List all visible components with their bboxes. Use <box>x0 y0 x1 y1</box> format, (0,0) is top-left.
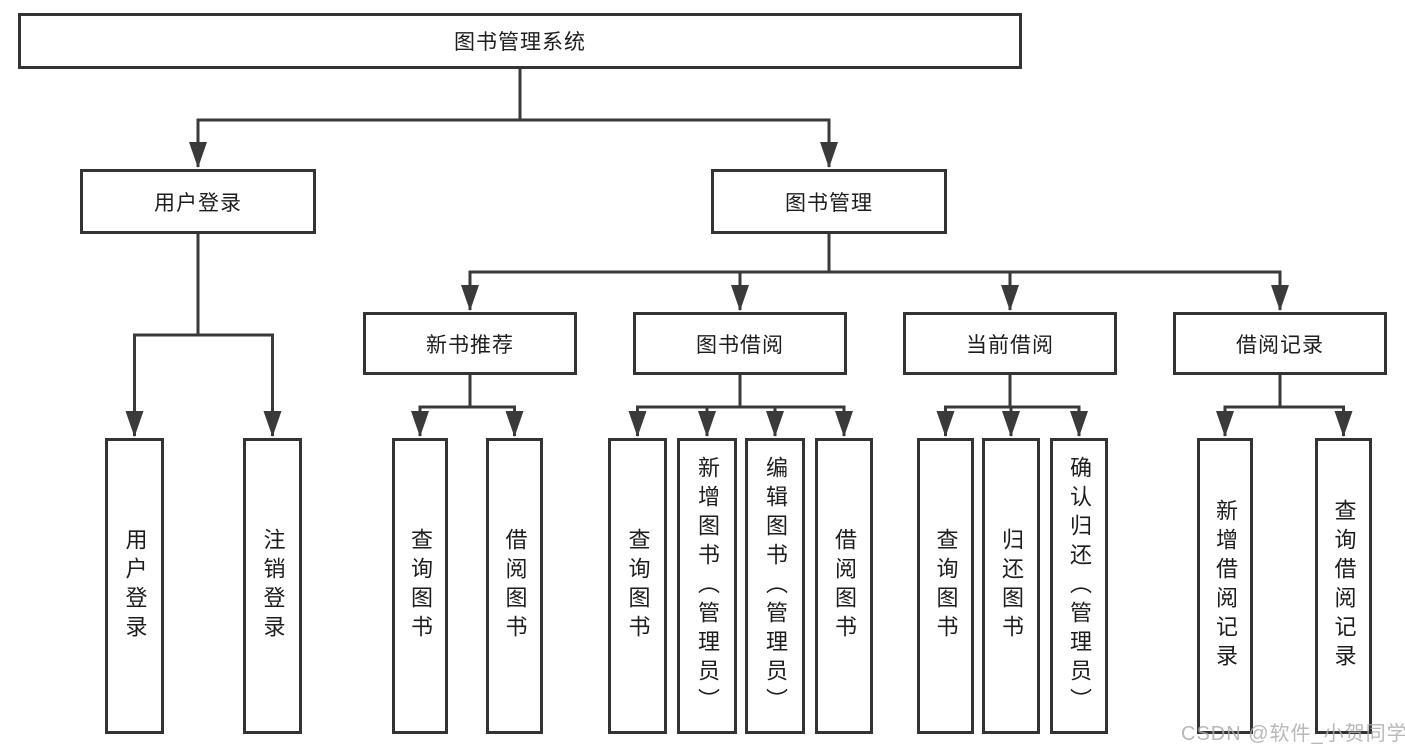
node-label: 当前借阅 <box>966 333 1054 357</box>
node-label: 用户登录 <box>154 191 242 215</box>
node-current-borrow: 当前借阅 <box>903 312 1117 375</box>
leaf-add-borrow-record: 新增借阅记录 <box>1197 438 1253 734</box>
leaf-edit-book-admin: 编辑图书（管理员） <box>745 438 805 734</box>
node-label: 注销登录 <box>260 528 286 644</box>
node-label: 确认归还（管理员） <box>1067 455 1092 717</box>
node-book-management: 图书管理 <box>711 169 947 234</box>
leaf-confirm-return-admin: 确认归还（管理员） <box>1050 438 1108 734</box>
node-book-borrow: 图书借阅 <box>633 312 847 375</box>
node-label: 编辑图书（管理员） <box>763 455 788 717</box>
node-label: 新增图书（管理员） <box>695 455 720 717</box>
node-root: 图书管理系统 <box>18 13 1022 69</box>
leaf-logout: 注销登录 <box>243 438 302 734</box>
watermark-text: CSDN @软件_小贺同学 <box>1181 723 1405 745</box>
node-label: 归还图书 <box>999 528 1024 644</box>
node-label: 借阅图书 <box>502 528 528 644</box>
leaf-return-books: 归还图书 <box>982 438 1040 734</box>
leaf-query-borrow-record: 查询借阅记录 <box>1315 438 1372 734</box>
node-user-login-branch: 用户登录 <box>80 169 316 234</box>
node-label: 用户登录 <box>122 528 148 644</box>
leaf-add-book-admin: 新增图书（管理员） <box>677 438 737 734</box>
leaf-borrow-books-recommend: 借阅图书 <box>486 438 543 734</box>
leaf-user-login: 用户登录 <box>105 438 164 734</box>
node-label: 查询图书 <box>408 528 433 644</box>
node-label: 图书管理 <box>785 191 873 215</box>
node-label: 查询图书 <box>625 528 651 644</box>
leaf-query-books-current: 查询图书 <box>917 438 974 734</box>
node-borrow-records: 借阅记录 <box>1173 312 1387 375</box>
node-label: 查询借阅记录 <box>1331 499 1357 673</box>
node-label: 借阅记录 <box>1236 333 1324 357</box>
node-label: 新增借阅记录 <box>1213 499 1238 673</box>
connector-group <box>125 69 1353 437</box>
leaf-query-books-borrow: 查询图书 <box>608 438 667 734</box>
node-new-book-recommend: 新书推荐 <box>363 312 577 375</box>
node-label: 图书管理系统 <box>454 31 586 54</box>
leaf-query-books-recommend: 查询图书 <box>392 438 448 734</box>
leaf-borrow-books: 借阅图书 <box>815 438 873 734</box>
node-label: 新书推荐 <box>426 333 514 357</box>
node-label: 图书借阅 <box>696 333 784 357</box>
node-label: 查询图书 <box>933 528 959 644</box>
node-label: 借阅图书 <box>832 528 857 644</box>
